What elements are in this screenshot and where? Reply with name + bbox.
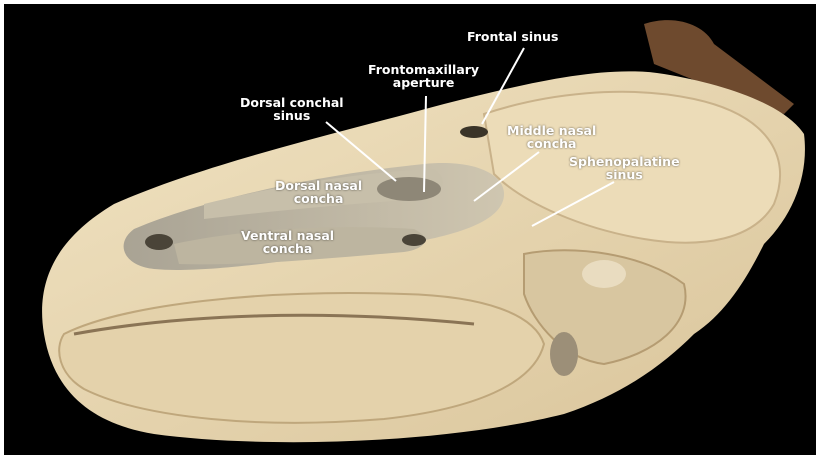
head-section-illustration xyxy=(42,20,805,443)
tissue-spot xyxy=(550,332,578,376)
label-sphenopalatine-sinus: Sphenopalatine sinus xyxy=(569,154,680,182)
image-frame: Frontal sinus Frontomaxillary aperture D… xyxy=(4,4,816,455)
mandible-region xyxy=(58,292,546,424)
tissue-spot xyxy=(145,234,173,250)
label-middle-nasal-concha: Middle nasal concha xyxy=(507,123,597,151)
tongue-line xyxy=(73,313,475,336)
dorsal-concha-shape xyxy=(204,169,443,219)
tissue-spot xyxy=(460,126,488,138)
label-dorsal-nasal-concha: Dorsal nasal concha xyxy=(275,178,363,206)
label-frontal-sinus: Frontal sinus xyxy=(467,29,559,44)
label-ventral-nasal-concha: Ventral nasal concha xyxy=(241,228,335,256)
cranial-region xyxy=(482,90,782,244)
tissue-spot xyxy=(402,234,426,246)
conchal-sinus-opening xyxy=(377,177,441,201)
ventral-concha-shape xyxy=(174,227,425,265)
label-dorsal-conchal-sinus: Dorsal conchal sinus xyxy=(240,95,344,123)
pointer-lines xyxy=(325,47,615,227)
label-frontomaxillary-aperture: Frontomaxillary aperture xyxy=(368,62,480,90)
hair-region xyxy=(644,20,794,115)
tissue-spot xyxy=(582,260,626,288)
